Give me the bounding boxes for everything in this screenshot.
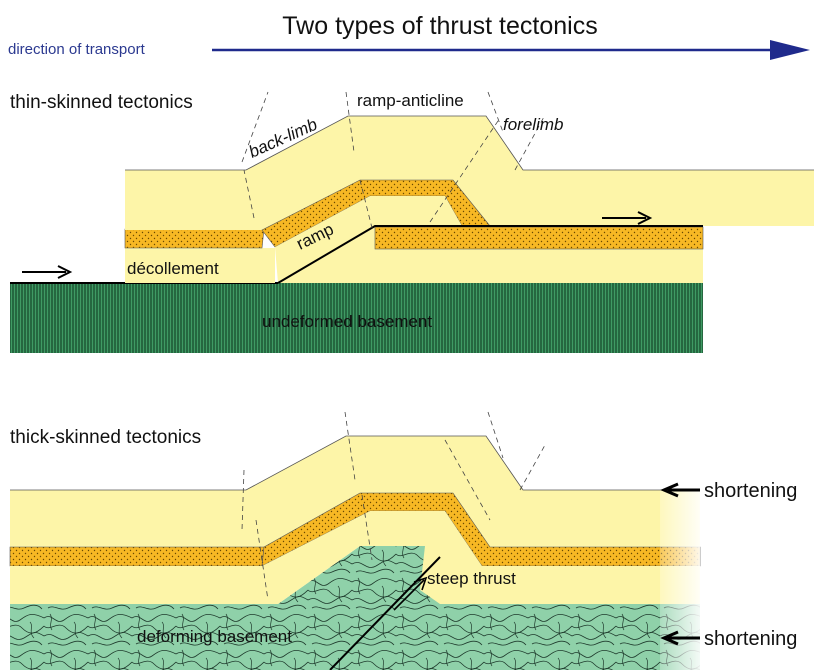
diagram-title: Two types of thrust tectonics: [282, 12, 597, 40]
ramp-anticline-label: ramp-anticline: [357, 91, 464, 110]
thin-arrow-left: [22, 266, 70, 278]
forelimb-label: forelimb: [503, 115, 563, 134]
transport-arrow-head: [770, 40, 810, 60]
shortening-lower-label: shortening: [704, 628, 797, 650]
thick-heading: thick-skinned tectonics: [10, 427, 201, 448]
thin-heading: thin-skinned tectonics: [10, 92, 193, 113]
thick-sand-left: [10, 547, 264, 566]
transport-label: direction of transport: [8, 41, 146, 58]
deforming-basement-label: deforming basement: [137, 627, 292, 646]
steep-thrust-label: steep thrust: [427, 569, 516, 588]
decollement-label: décollement: [127, 259, 219, 278]
shortening-fade: [660, 490, 700, 670]
thin-sand-left: [125, 229, 264, 248]
thin-sand-right: [375, 227, 703, 249]
undeformed-basement-label: undeformed basement: [262, 312, 432, 331]
shortening-upper-label: shortening: [704, 480, 797, 502]
